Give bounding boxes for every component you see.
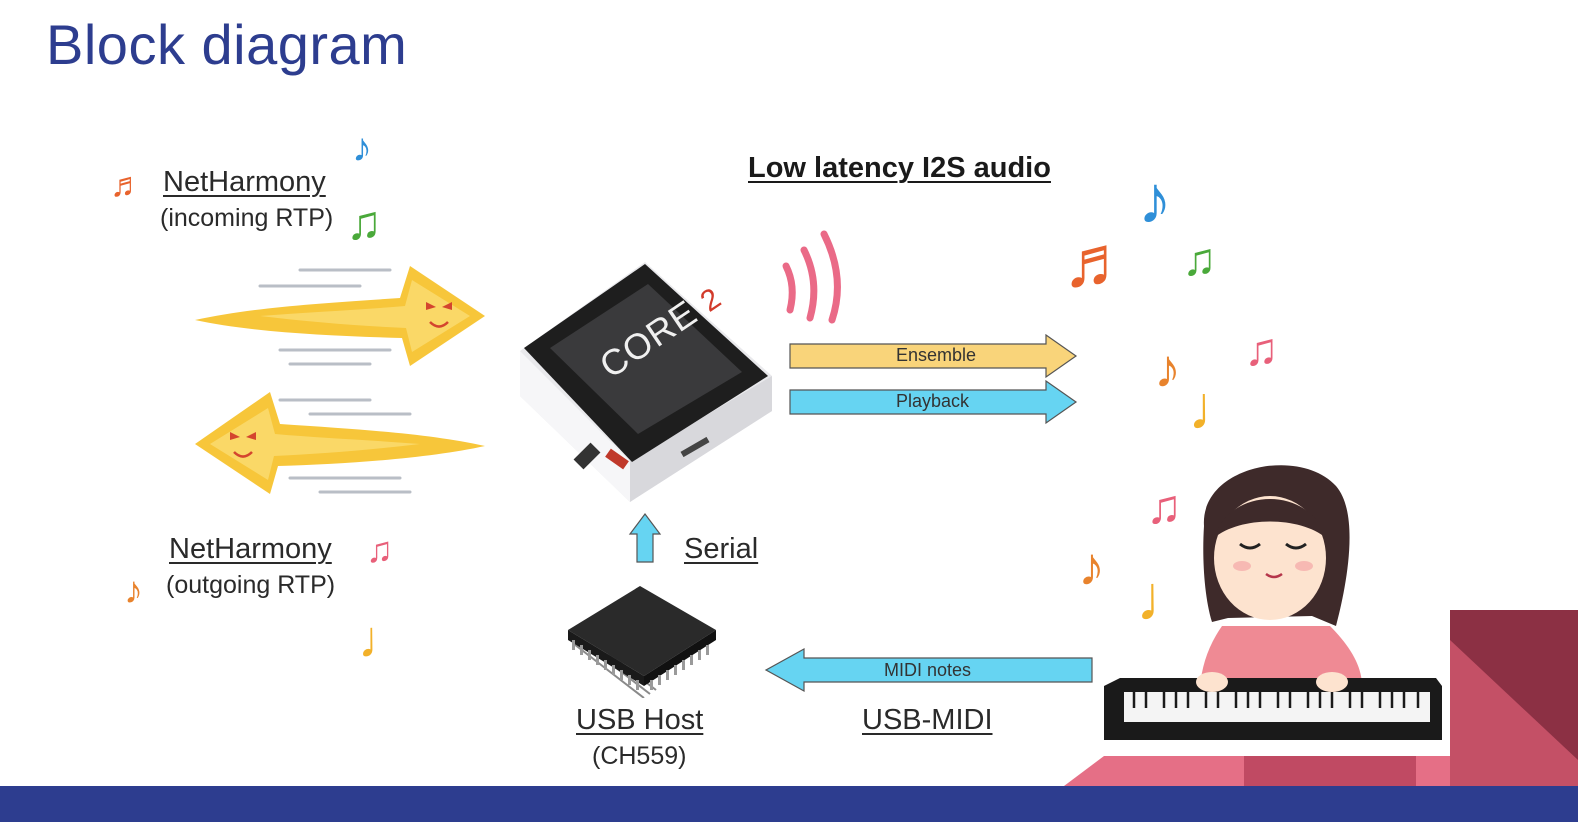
music-note-icon: ♫ bbox=[346, 197, 382, 250]
incoming-detail: (incoming RTP) bbox=[160, 204, 334, 232]
outgoing-label: NetHarmony bbox=[169, 533, 332, 565]
footer-bar bbox=[0, 786, 1578, 822]
corner-decoration bbox=[1064, 610, 1578, 786]
page-title: Block diagram bbox=[46, 13, 408, 76]
music-note-icon: ♩ bbox=[1136, 562, 1200, 634]
serial-arrow-icon bbox=[628, 513, 662, 563]
girl-piano-icon bbox=[1104, 465, 1442, 740]
music-note-icon: ♬ bbox=[1062, 222, 1134, 302]
output-arrows bbox=[789, 334, 1078, 425]
audio-title: Low latency I2S audio bbox=[748, 152, 1051, 184]
music-note-icon: ♫ bbox=[1182, 233, 1217, 285]
incoming-label: NetHarmony bbox=[163, 166, 326, 198]
usb-host-label: USB Host bbox=[576, 704, 704, 736]
music-note-icon: ♪ bbox=[1154, 339, 1181, 399]
serial-label: Serial bbox=[684, 533, 759, 565]
music-note-icon: ♪ bbox=[352, 126, 372, 170]
midi-arrow-label: MIDI notes bbox=[884, 660, 972, 680]
music-note-icon: ♩ bbox=[358, 611, 410, 669]
usb-midi-label: USB-MIDI bbox=[862, 704, 993, 736]
core2-device bbox=[520, 262, 772, 502]
fast-arrow-icon bbox=[195, 266, 485, 494]
playback-arrow-label: Playback bbox=[896, 391, 970, 411]
music-note-icon: ♪ bbox=[1078, 537, 1105, 597]
music-note-icon: ♫ bbox=[1146, 481, 1182, 534]
music-note-icon: ♫ bbox=[366, 529, 393, 570]
outgoing-detail: (outgoing RTP) bbox=[166, 571, 336, 599]
midi-arrow bbox=[764, 647, 1093, 693]
music-note-icon: ♫ bbox=[1244, 323, 1279, 375]
music-note-icon: ♪ bbox=[124, 570, 143, 612]
usb-host-chip: (CH559) bbox=[592, 742, 687, 770]
sound-wave-icon bbox=[782, 230, 841, 324]
music-note-icon: ♬ bbox=[110, 166, 144, 204]
music-note-icon: ♩ bbox=[1188, 374, 1250, 443]
chip-icon bbox=[568, 586, 716, 698]
ensemble-arrow-label: Ensemble bbox=[896, 345, 977, 365]
music-note-icon: ♪ bbox=[1138, 162, 1172, 238]
